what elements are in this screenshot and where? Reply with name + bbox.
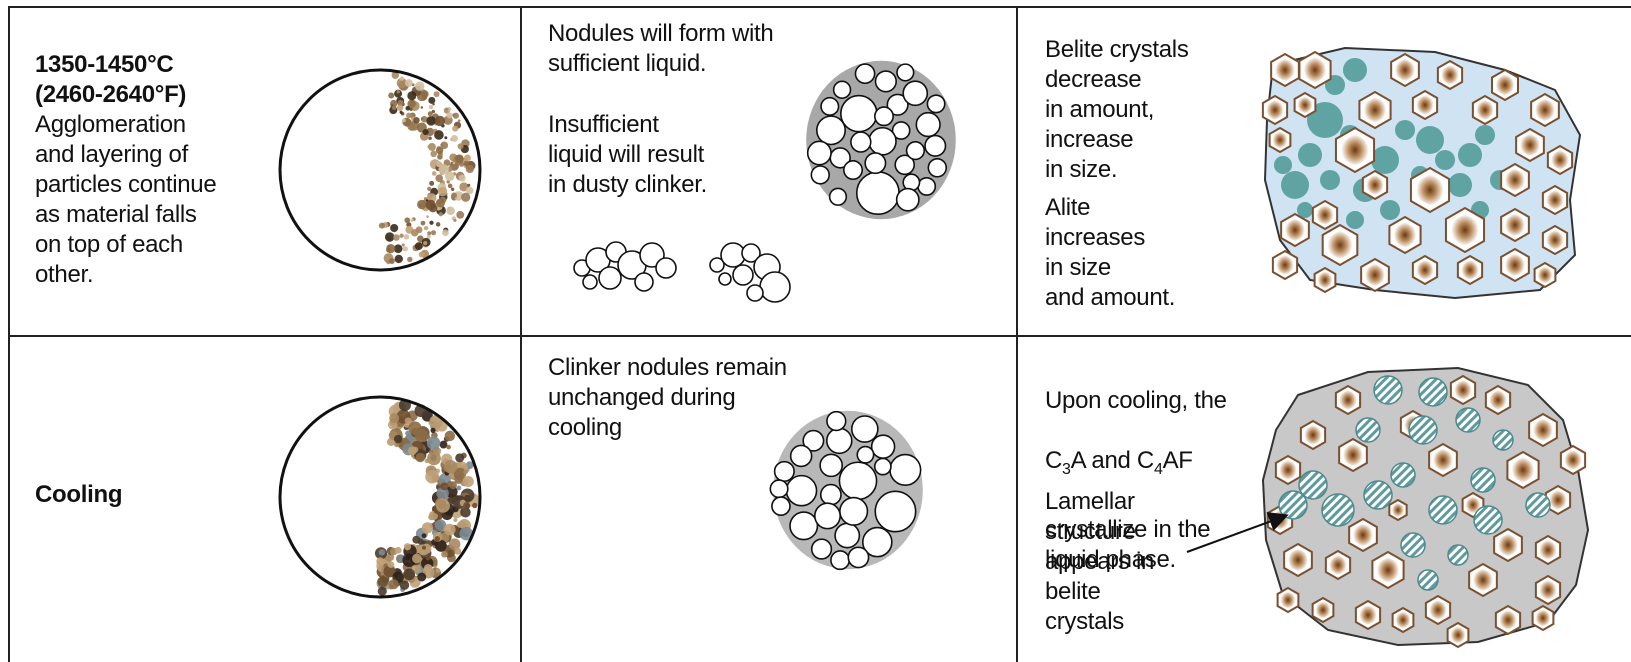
dusty-clinker-small-1	[570, 230, 680, 305]
alite-increases-text: Alite increases in size and amount.	[1045, 193, 1175, 313]
lamellar-structure-text: Lamellar structure appears in belite cry…	[1045, 487, 1154, 637]
left-border	[8, 6, 10, 662]
lamellar-pointer-arrow	[1185, 510, 1315, 570]
top-border	[8, 6, 1631, 8]
nodules-sufficient-text: Nodules will form with sufficient liquid…	[548, 19, 773, 79]
agglomeration-description: Agglomeration and layering of particles …	[35, 110, 216, 290]
col-divider-2	[1016, 6, 1018, 662]
temperature-fahrenheit: (2460-2640°F)	[35, 80, 186, 110]
temperature-celsius: 1350-1450°C	[35, 50, 173, 80]
kiln-drum-cooling-diagram	[275, 392, 485, 602]
kiln-drum-hot-diagram	[275, 65, 485, 275]
dusty-clinker-small-2	[705, 235, 795, 315]
large-nodule-diagram	[796, 50, 976, 240]
cooling-label: Cooling	[35, 480, 122, 510]
crystal-structure-cooled-diagram	[1258, 360, 1598, 650]
col-divider-1	[520, 6, 522, 662]
cooled-nodule-diagram	[763, 400, 943, 590]
belite-crystals-text: Belite crystals decrease in amount, incr…	[1045, 35, 1189, 185]
insufficient-liquid-text: Insufficient liquid will result in dusty…	[548, 110, 707, 200]
row-divider	[8, 335, 1631, 337]
clinker-unchanged-text: Clinker nodules remain unchanged during …	[548, 353, 787, 443]
crystal-structure-hot-diagram	[1255, 40, 1590, 305]
